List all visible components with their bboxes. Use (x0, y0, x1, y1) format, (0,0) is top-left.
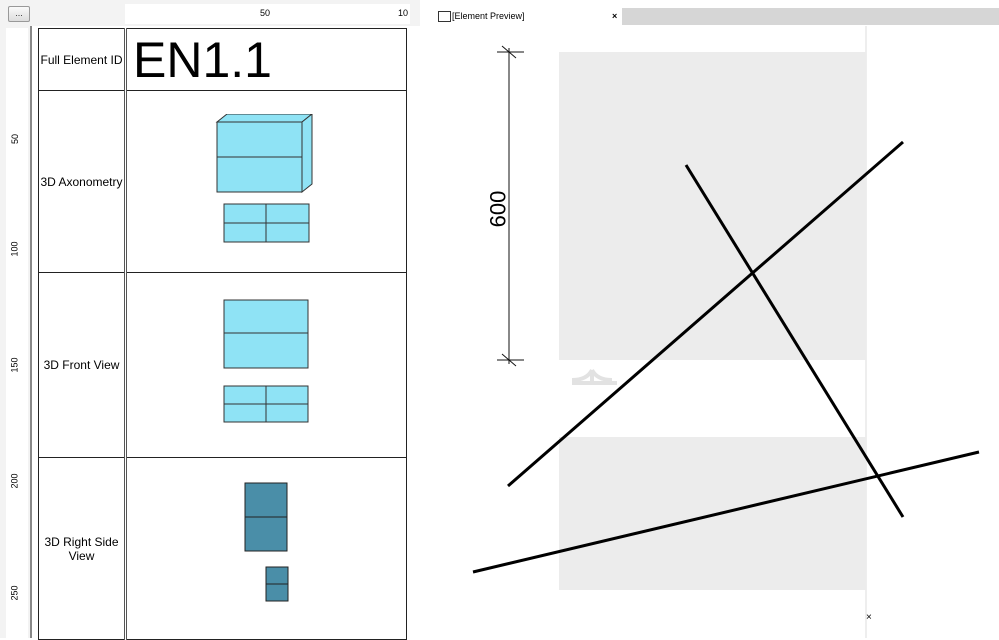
ruler-label: 200 (9, 473, 20, 489)
row-label: 3D Axonometry (38, 90, 127, 273)
vertical-ruler: 50 100 150 200 250 (6, 28, 28, 638)
element-id: EN1.1 (125, 28, 407, 91)
close-icon[interactable]: × (612, 11, 618, 21)
ruler-label: 50 (260, 8, 271, 18)
dimension-line (497, 45, 524, 367)
table-row: 3D Right Side View (38, 457, 407, 640)
markup-lines (472, 140, 980, 574)
schedule-sheet: Full Element ID EN1.1 3D Axonometry 3D F… (30, 26, 422, 640)
more-button[interactable]: ... (8, 6, 30, 22)
side-view-image (125, 457, 407, 640)
preview-icon (438, 11, 451, 22)
horizontal-ruler: 50 10 (125, 4, 410, 24)
table-row: Full Element ID EN1.1 (38, 28, 407, 91)
row-label: Full Element ID (38, 28, 127, 91)
tab-bar: [Element Preview] × (432, 8, 999, 25)
layout-panel: ... 50 10 50 100 150 200 250 Full Elemen… (0, 0, 422, 640)
ruler-label: 50 (10, 133, 21, 145)
front-view-image (125, 272, 407, 458)
tab-element-preview[interactable]: [Element Preview] × (432, 8, 622, 25)
table-row: 3D Front View (38, 272, 407, 458)
row-label: 3D Front View (38, 272, 127, 458)
tab-title: [Element Preview] (452, 11, 525, 21)
row-label: 3D Right Side View (38, 457, 127, 640)
element-table: Full Element ID EN1.1 3D Axonometry 3D F… (38, 28, 407, 640)
cabinet-panel (559, 437, 866, 590)
element-preview-panel: [Element Preview] × × 600 (432, 0, 999, 638)
axonometry-image (125, 90, 407, 273)
ruler-label: 250 (9, 585, 20, 601)
table-row: 3D Axonometry (38, 90, 407, 273)
ruler-label: 100 (9, 241, 20, 257)
ruler-label: 150 (9, 357, 20, 373)
origin-marker: × (866, 612, 872, 623)
ruler-label: 10 (398, 8, 409, 18)
dimension-label: 600 (485, 190, 511, 228)
preview-canvas[interactable]: × (432, 0, 999, 638)
